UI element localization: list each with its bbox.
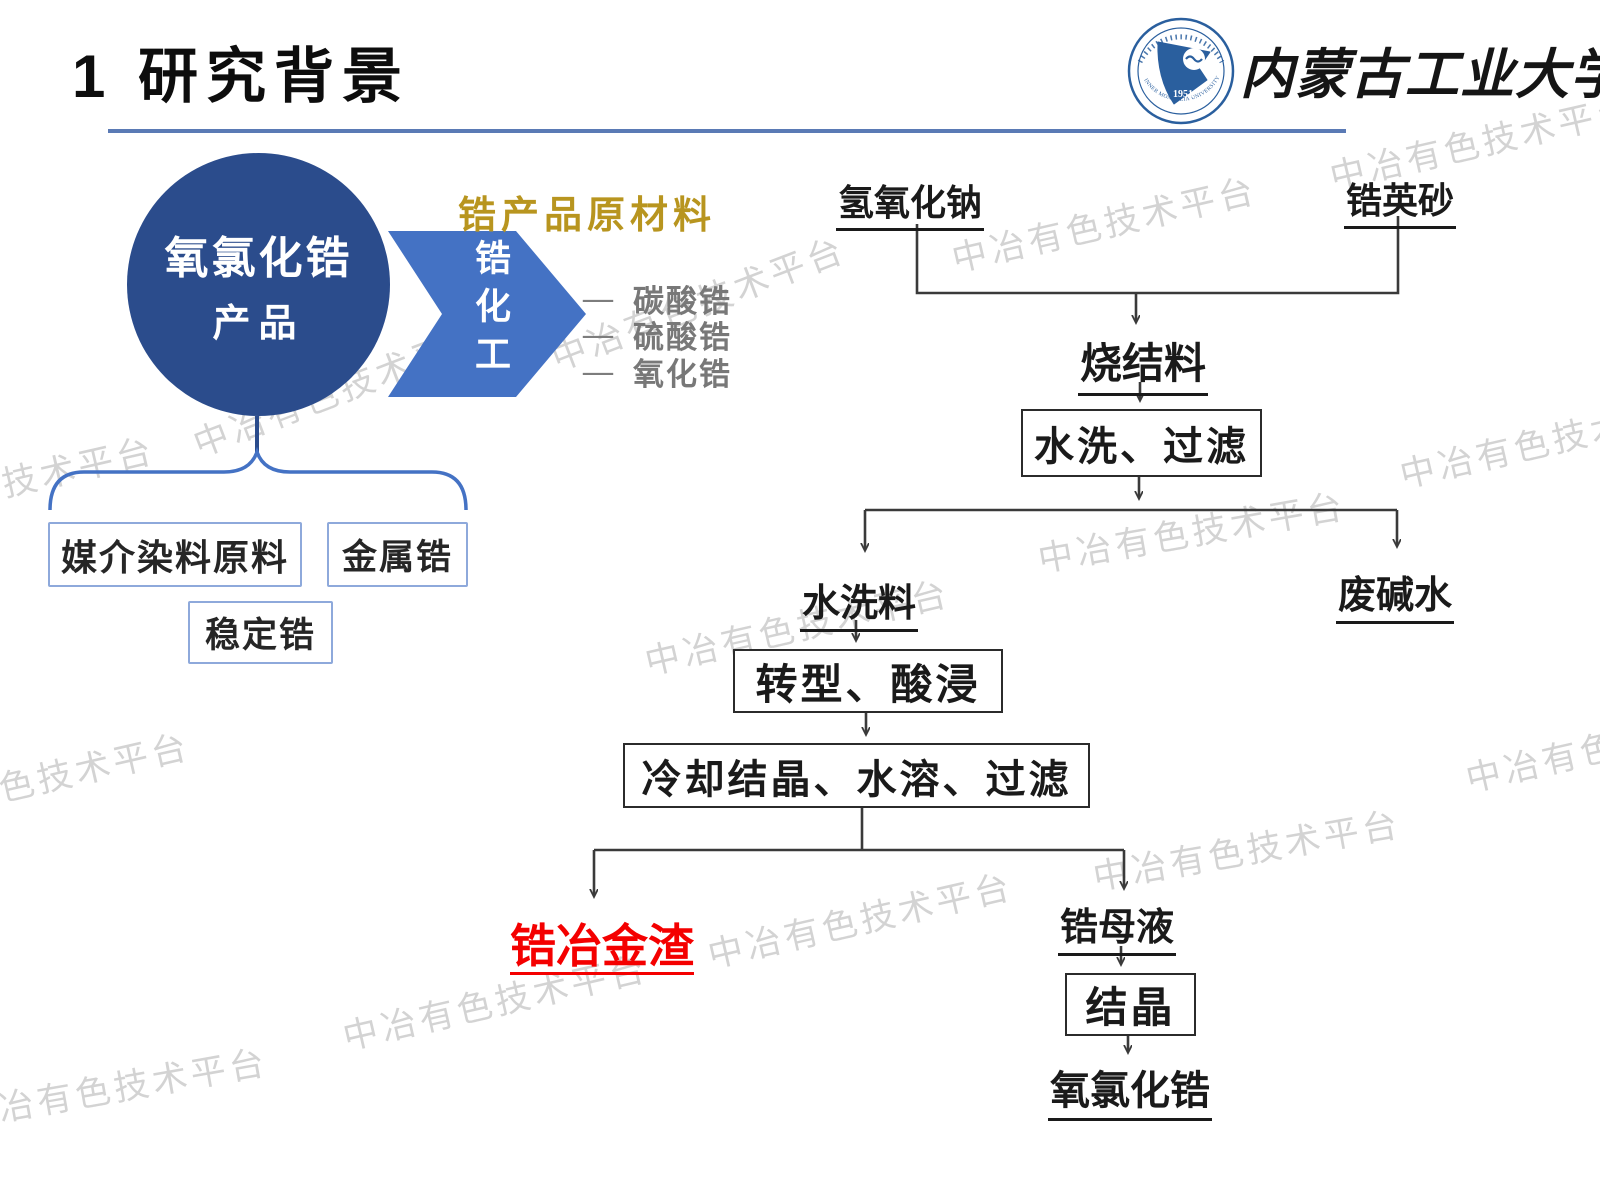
application-box-metal: 金属锆 [327, 522, 468, 587]
application-box-stabilized: 稳定锆 [188, 601, 333, 664]
node-wash-filter: 水洗、过滤 [1021, 409, 1262, 477]
node-slag-label: 锆冶金渣 [510, 921, 694, 975]
seal-script-arc [1137, 34, 1225, 64]
merge-connector [915, 216, 1400, 295]
dash-icon: — [583, 281, 613, 315]
product-circle-line2: 产品 [212, 303, 305, 345]
node-washed-material: 水洗料 [800, 572, 919, 632]
material-item: — 硫酸锆 [583, 312, 732, 357]
page-title: 1 研究背景 [72, 43, 411, 110]
university-name: 内蒙古工业大学 [1240, 45, 1600, 105]
node-crystallize: 结晶 [1065, 973, 1196, 1036]
university-seal-icon: INNER MONGOLIA UNIVERSITY OF TECHNOLOGY … [1126, 16, 1235, 125]
node-cool-dissolve-filter: 冷却结晶、水溶、过滤 [623, 743, 1090, 808]
product-circle-line1: 氧氯化锆 [164, 234, 353, 283]
seal-wave-icon [1185, 55, 1203, 63]
node-naoh: 氢氧化钠 [836, 174, 985, 231]
node-transform-leach: 转型、酸浸 [733, 649, 1003, 713]
material-label: 硫酸锆 [633, 320, 732, 355]
application-box-dye: 媒介染料原料 [48, 522, 302, 587]
chevron-shape-icon [388, 231, 586, 397]
brace [48, 446, 468, 511]
chevron-label: 锆化工 [470, 239, 510, 383]
materials-title: 锆产品原材料 [458, 195, 717, 237]
node-mother-liquor: 锆母液 [1058, 896, 1177, 956]
dash-icon: — [583, 354, 613, 388]
product-circle: 氧氯化锆 产品 [127, 153, 390, 416]
material-item: — 氧化锆 [583, 349, 732, 394]
chevron-arrow: 锆化工 [388, 231, 586, 397]
dash-icon: — [583, 317, 613, 351]
node-product: 氧氯化锆 [1048, 1058, 1212, 1121]
node-slag: 锆冶金渣 [510, 910, 694, 976]
node-sinter: 烧结料 [1078, 330, 1209, 396]
seal-year: 1951 [1173, 89, 1193, 100]
node-waste-alkali: 废碱水 [1336, 564, 1455, 624]
node-zircon-sand: 锆英砂 [1344, 172, 1457, 229]
title-underline [108, 129, 1346, 133]
material-label: 碳酸锆 [633, 284, 732, 319]
material-label: 氧化锆 [633, 357, 732, 392]
material-item: — 碳酸锆 [583, 276, 732, 321]
